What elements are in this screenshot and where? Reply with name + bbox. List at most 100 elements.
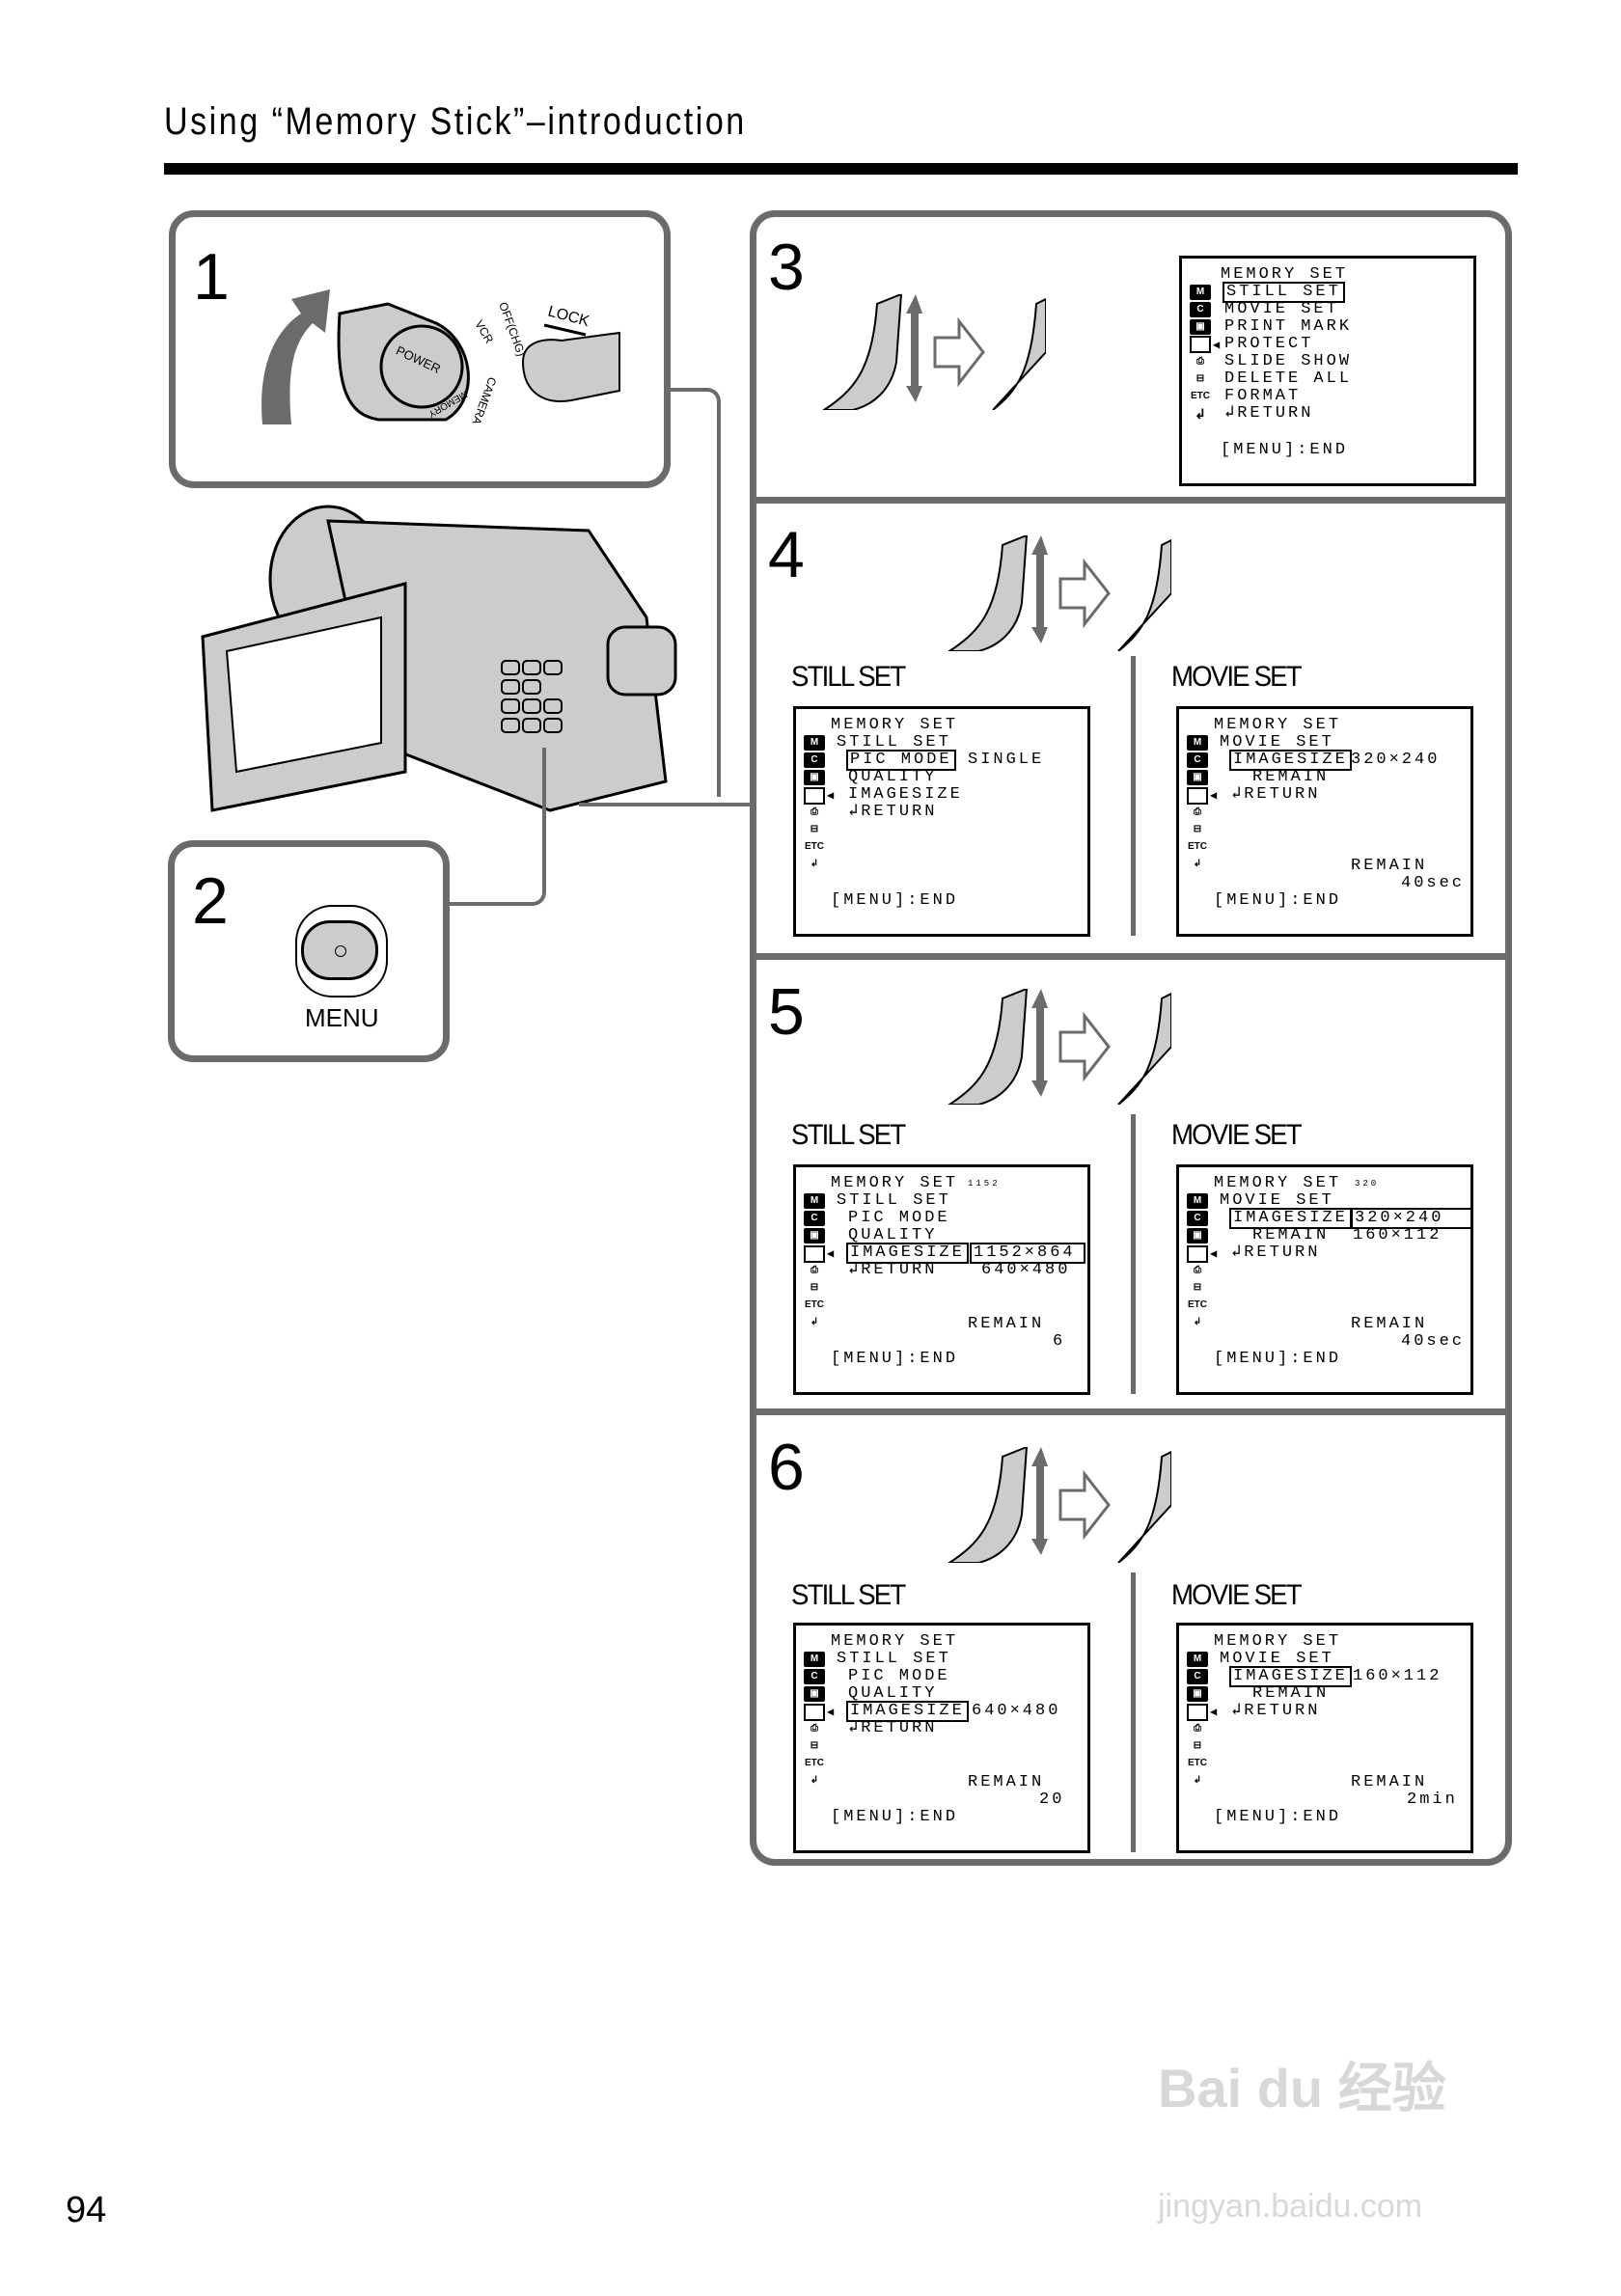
lcd-text: 320×240 <box>1351 751 1441 769</box>
lcd-text: STILL SET <box>837 1191 951 1210</box>
printer-icon: ⎙ <box>1194 1723 1201 1734</box>
return-icon: ↲ <box>1193 1775 1202 1786</box>
print-mark-icon: ▣ <box>1187 770 1208 785</box>
movie-set-icon: C <box>1187 1669 1208 1684</box>
lcd-text: 1152×864 <box>970 1243 1085 1264</box>
menu-button-outline <box>295 905 388 998</box>
camcorder-illustration <box>201 505 677 812</box>
title-rule <box>164 163 1518 175</box>
menu-button-on-camera <box>543 718 563 733</box>
return-icon: ↲ <box>810 1317 819 1327</box>
print-mark-icon: ▣ <box>1187 1228 1208 1244</box>
cursor-icon: ◀ <box>827 1706 835 1719</box>
lcd-text: MEMORY SET <box>831 1174 959 1192</box>
toolbox-icon: ⊟ <box>810 824 819 834</box>
viewfinder-icon <box>606 625 677 697</box>
control-dial-illustration <box>822 294 1046 410</box>
next-arrow-icon <box>1058 1469 1111 1541</box>
memory-stick-icon <box>804 1245 825 1263</box>
next-arrow-icon <box>1058 1011 1111 1082</box>
lcd-text: MEMORY SET <box>1214 1174 1342 1192</box>
watermark-logo: Bai du 经验 <box>1158 2058 1446 2118</box>
etc-icon: ETC <box>805 1299 824 1310</box>
lcd-text: IMAGESIZE <box>848 785 963 804</box>
lcd-text: 1152 <box>968 1179 1001 1189</box>
lcd-text: [MENU]:END <box>1221 441 1349 459</box>
cursor-icon: ◀ <box>1210 789 1218 803</box>
page-number: 94 <box>66 2190 107 2230</box>
movie-set-icon: C <box>804 1669 825 1684</box>
lcd-text: SINGLE <box>968 751 1045 769</box>
printer-icon: ⎙ <box>1194 1265 1201 1275</box>
printer-icon: ⎙ <box>1194 806 1201 817</box>
menu-button-label: MENU <box>305 1003 379 1032</box>
control-dial-illustration <box>948 989 1171 1105</box>
lcd-text: [MENU]:END <box>831 1808 959 1826</box>
etc-icon: ETC <box>1188 1299 1207 1310</box>
lcd-text: ↲RETURN <box>1231 1702 1321 1720</box>
toolbox-icon: ⊟ <box>1193 824 1202 834</box>
step1-box: 1 POWER VCR OFF(CHG) CAMERA MEMORY LOCK <box>169 210 671 488</box>
lcd-text: REMAIN <box>1252 1226 1330 1244</box>
step-number: 4 <box>768 518 805 591</box>
lcd-text: 640×480 <box>981 1261 1071 1279</box>
step-number: 5 <box>768 975 805 1049</box>
lcd-text: REMAIN <box>1351 1773 1428 1791</box>
lcd-step4-still: MEMORY SET STILL SET PIC MODE SINGLE QUA… <box>793 706 1090 937</box>
lcd-text: QUALITY <box>848 768 938 786</box>
lcd-text: PIC MODE <box>848 1209 950 1227</box>
power-switch-illustration: POWER VCR OFF(CHG) CAMERA MEMORY LOCK <box>261 289 620 426</box>
etc-icon: ETC <box>1188 841 1207 852</box>
lcd-step5-movie: MEMORY SET 320 MOVIE SET IMAGESIZE 320×2… <box>1176 1164 1473 1395</box>
lcd-item-still-set: STILL SET <box>1223 282 1345 303</box>
print-mark-icon: ▣ <box>1190 319 1211 335</box>
svg-text:OFF(CHG): OFF(CHG) <box>496 300 528 358</box>
still-set-icon: M <box>1190 285 1211 300</box>
lcd-text: IMAGESIZE <box>846 1243 969 1264</box>
lcd-text: REMAIN <box>968 1315 1045 1333</box>
lcd-step5-still: MEMORY SET 1152 STILL SET PIC MODE QUALI… <box>793 1164 1090 1395</box>
up-down-arrow-icon <box>1031 1447 1048 1555</box>
memory-stick-icon <box>1190 336 1211 353</box>
toolbox-icon: ⊟ <box>1193 1282 1202 1293</box>
lcd-text: 160×112 <box>1353 1226 1442 1244</box>
lcd-text: PROTECT <box>1224 335 1314 353</box>
memory-stick-icon <box>804 787 825 805</box>
cursor-icon: ◀ <box>827 789 835 803</box>
lcd-text: MOVIE SET <box>1220 1650 1334 1668</box>
toolbox-icon: ⊟ <box>1195 373 1205 384</box>
lcd-text: MEMORY SET <box>1214 716 1342 734</box>
lcd-text: FORMAT <box>1224 387 1302 405</box>
lcd-text: 40sec <box>1401 874 1466 892</box>
movie-set-icon: C <box>804 752 825 768</box>
connector-step2 <box>450 748 546 906</box>
lcd-text: MEMORY SET <box>1221 265 1349 284</box>
lcd-text: 6 <box>1053 1332 1066 1351</box>
steps-panel: 3 MEMORY SET STILL SET MOVIE SET PRINT M… <box>750 210 1512 1866</box>
lcd-text: 160×112 <box>1353 1667 1442 1685</box>
still-set-icon: M <box>804 735 825 751</box>
lcd-text: MOVIE SET <box>1220 733 1334 752</box>
control-dial-illustration <box>948 535 1171 651</box>
next-arrow-icon <box>933 316 985 388</box>
dial-icon <box>822 294 903 410</box>
divider <box>756 497 1505 504</box>
return-icon: ↲ <box>810 1775 819 1786</box>
lcd-text: MOVIE SET <box>1224 300 1339 318</box>
return-icon: ↲ <box>810 859 819 869</box>
memory-stick-icon <box>1187 1245 1208 1263</box>
etc-icon: ETC <box>1188 1758 1207 1768</box>
lcd-text: 320×240 <box>1351 1208 1472 1229</box>
lock-switch-icon <box>521 331 620 402</box>
still-set-icon: M <box>804 1193 825 1209</box>
cursor-icon: ◀ <box>1213 339 1221 352</box>
up-down-arrow-icon <box>1031 989 1048 1097</box>
etc-icon: ETC <box>805 1758 824 1768</box>
print-mark-icon: ▣ <box>1187 1686 1208 1702</box>
lcd-text: IMAGESIZE <box>1229 750 1352 771</box>
lcd-text: 40sec <box>1401 1332 1466 1351</box>
divider <box>756 953 1505 960</box>
etc-icon: ETC <box>1191 391 1210 401</box>
menu-button[interactable] <box>301 920 378 980</box>
movie-set-icon: C <box>1187 1211 1208 1226</box>
